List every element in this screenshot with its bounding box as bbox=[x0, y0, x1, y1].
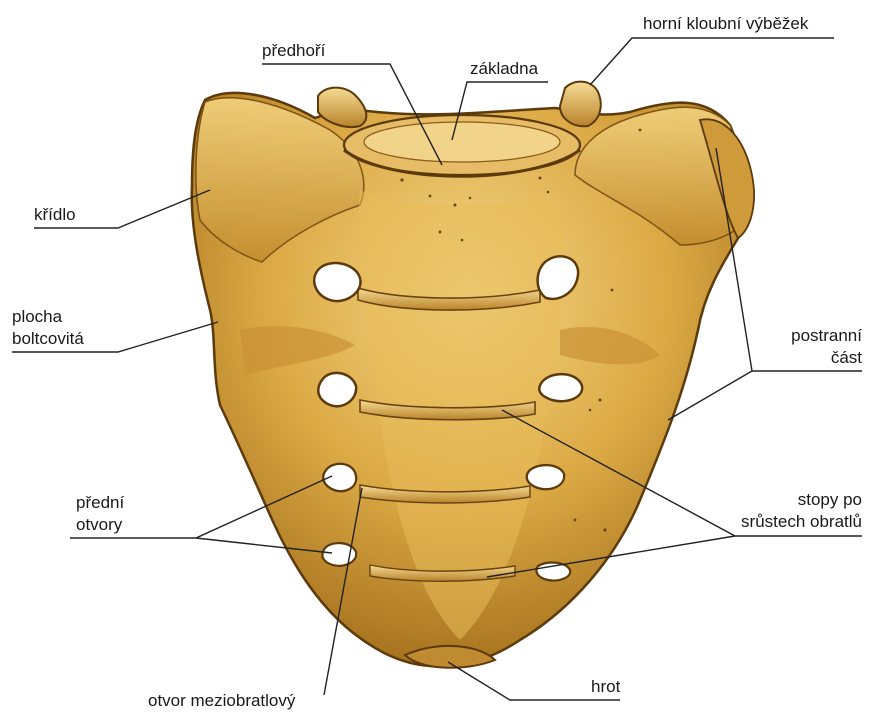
label-hrot: hrot bbox=[591, 676, 620, 698]
leader-zakladna bbox=[452, 82, 548, 140]
label-postranni-cast-line1: postranní bbox=[791, 325, 862, 347]
label-postranni-cast-line2: část bbox=[831, 347, 862, 369]
label-plocha-boltcovita-line2: boltcovitá bbox=[12, 328, 84, 350]
leader-stopy-b bbox=[487, 536, 735, 577]
leader-horni-kloubni-vybezek bbox=[590, 38, 834, 85]
leader-postranni-cast-b bbox=[668, 371, 752, 420]
label-kridlo: křídlo bbox=[34, 204, 76, 226]
label-otvor-meziobratlovy: otvor meziobratlový bbox=[148, 690, 295, 712]
label-stopy-line2: srůstech obratlů bbox=[741, 511, 862, 533]
label-horni-kloubni-vybezek: horní kloubní výběžek bbox=[643, 13, 808, 35]
label-predni-otvory-line2: otvory bbox=[76, 514, 122, 536]
label-predni-otvory-line1: přední bbox=[76, 492, 124, 514]
label-plocha-boltcovita-line1: plocha bbox=[12, 306, 62, 328]
leader-otvor-meziobratlovy bbox=[324, 488, 362, 695]
label-stopy-line1: stopy po bbox=[798, 489, 862, 511]
label-predhori: předhoří bbox=[262, 40, 325, 62]
label-zakladna: základna bbox=[470, 58, 538, 80]
leader-predni-otvory-b bbox=[196, 538, 332, 553]
leader-predhori bbox=[262, 64, 442, 165]
